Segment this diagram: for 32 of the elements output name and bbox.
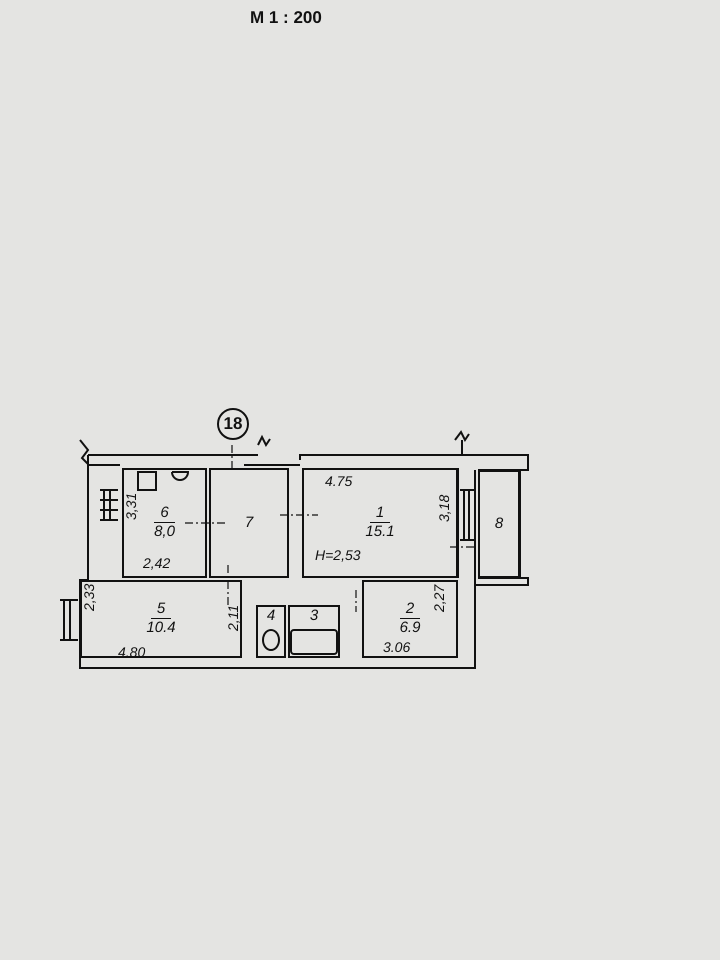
room-number: 2 [400, 601, 420, 619]
dimension-label: 2,33 [82, 584, 96, 611]
dimension-label: 2,27 [432, 584, 446, 612]
axis-number: 18 [224, 414, 242, 434]
room-outline [209, 468, 289, 578]
room-outline [288, 605, 340, 658]
room-outline [122, 468, 207, 578]
dimension-label: 2,42 [143, 556, 170, 570]
room-number: 1 [370, 505, 390, 523]
room-number: 3 [308, 608, 320, 624]
axis-marker [217, 408, 249, 440]
room-outline [302, 468, 458, 578]
dimension-label: H=2,53 [315, 548, 361, 562]
room-number: 6 [154, 505, 175, 523]
room-outline [80, 580, 242, 658]
room-area: 8,0 [154, 522, 175, 541]
dimension-label: 4.75 [325, 474, 352, 488]
room-outline [256, 605, 286, 658]
dimension-label: 2,11 [226, 604, 240, 631]
room-area: 10.4 [146, 618, 176, 637]
room-number: 8 [494, 516, 504, 532]
dimension-label: 3,18 [437, 494, 451, 522]
dimension-label: 3.06 [383, 640, 410, 654]
room-number: 5 [150, 601, 172, 619]
room-outline [478, 470, 520, 578]
room-area: 15.1 [365, 522, 395, 541]
room-area: 6.9 [400, 618, 420, 637]
scale-text: М 1 : 200 [250, 8, 322, 28]
room-number: 4 [266, 608, 276, 624]
dimension-label: 3,31 [124, 492, 138, 520]
room-outline [362, 580, 458, 658]
room-number: 7 [244, 514, 255, 532]
